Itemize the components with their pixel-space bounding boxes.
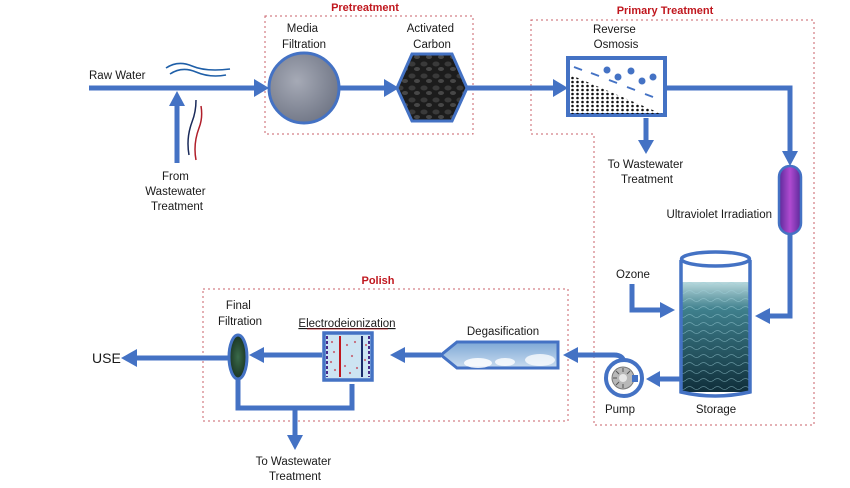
contaminant-lines-icon [187,99,203,161]
storage-to-pump-arrow [646,371,660,387]
polish-label: Polish [361,275,394,287]
reverse-osmosis-label: Reverse Osmosis [593,24,639,51]
storage-stage: Storage [679,250,752,416]
use-label: USE [92,350,121,366]
media-filtration-stage: Media Filtration [267,23,341,125]
storage-tank-icon [679,250,752,398]
final-filtration-stage: Final Filtration [218,300,262,381]
electrodeionization-stage: Electrodeionization [298,318,396,382]
use-arrow [121,349,137,367]
electrodeionization-label: Electrodeionization [298,318,395,330]
degasification-stage: Degasification [438,326,560,370]
uv-lamp-icon [777,164,803,236]
pump-stage: Pump [604,358,644,416]
from-wastewater-label: From Wastewater Treatment [145,171,209,213]
ozone-pipe [629,284,664,313]
raw-water-input: Raw Water From Wastewater Treatment [89,62,231,213]
ro-to-uv-pipe [665,85,793,154]
media-filtration-label: Media Filtration [282,23,326,51]
ro-membrane-icon [566,56,667,117]
pump-icon [604,358,644,398]
edi-cell-icon [322,331,374,382]
ro-to-uv-arrow [782,151,798,166]
raw-water-arrow [254,79,269,97]
storage-label: Storage [696,404,736,416]
ozone-label: Ozone [616,269,650,281]
media-to-carbon-arrow [384,79,399,97]
recycle-arrow [169,91,185,106]
polish-waste-arrow [287,435,303,450]
media-filter-icon [267,51,341,125]
final-filtration-label: Final Filtration [218,300,262,328]
pretreatment-section: Pretreatment [264,2,474,135]
degasifier-icon [438,340,560,370]
pump-to-degas-arrow [563,347,578,363]
uv-irradiation-stage: Ultraviolet Irradiation [667,164,803,236]
carbon-to-ro-arrow [553,79,568,97]
degas-to-edi-arrow [390,347,405,363]
ro-waste-arrow [638,140,654,154]
pretreatment-border [264,15,474,135]
edi-to-ff-arrow [249,347,264,363]
polish-waste-label: To Wastewater Treatment [256,456,335,483]
water-wave-icon [165,62,231,77]
reverse-osmosis-stage: Reverse Osmosis To Wastewater [566,24,687,186]
pump-label: Pump [605,404,635,416]
uv-label: Ultraviolet Irradiation [667,209,772,221]
pretreatment-label: Pretreatment [331,2,399,14]
polish-waste-output: To Wastewater Treatment [256,456,335,483]
uv-to-storage-arrow [755,308,770,324]
primary-treatment-label: Primary Treatment [617,5,714,17]
use-output: USE [92,350,121,366]
activated-carbon-stage: Activated Carbon [395,23,469,123]
activated-carbon-label: Activated Carbon [407,23,458,51]
raw-water-label: Raw Water [89,70,146,82]
ozone-input: Ozone [616,269,650,281]
final-filter-icon [227,333,249,381]
ro-waste-label: To Wastewater Treatment [608,159,687,186]
primary-treatment-border [530,19,815,426]
primary-treatment-section: Primary Treatment [530,5,815,426]
degasification-label: Degasification [467,326,539,338]
ozone-arrow [660,302,675,318]
carbon-bed-icon [395,52,469,123]
uv-to-storage-pipe [766,234,793,319]
